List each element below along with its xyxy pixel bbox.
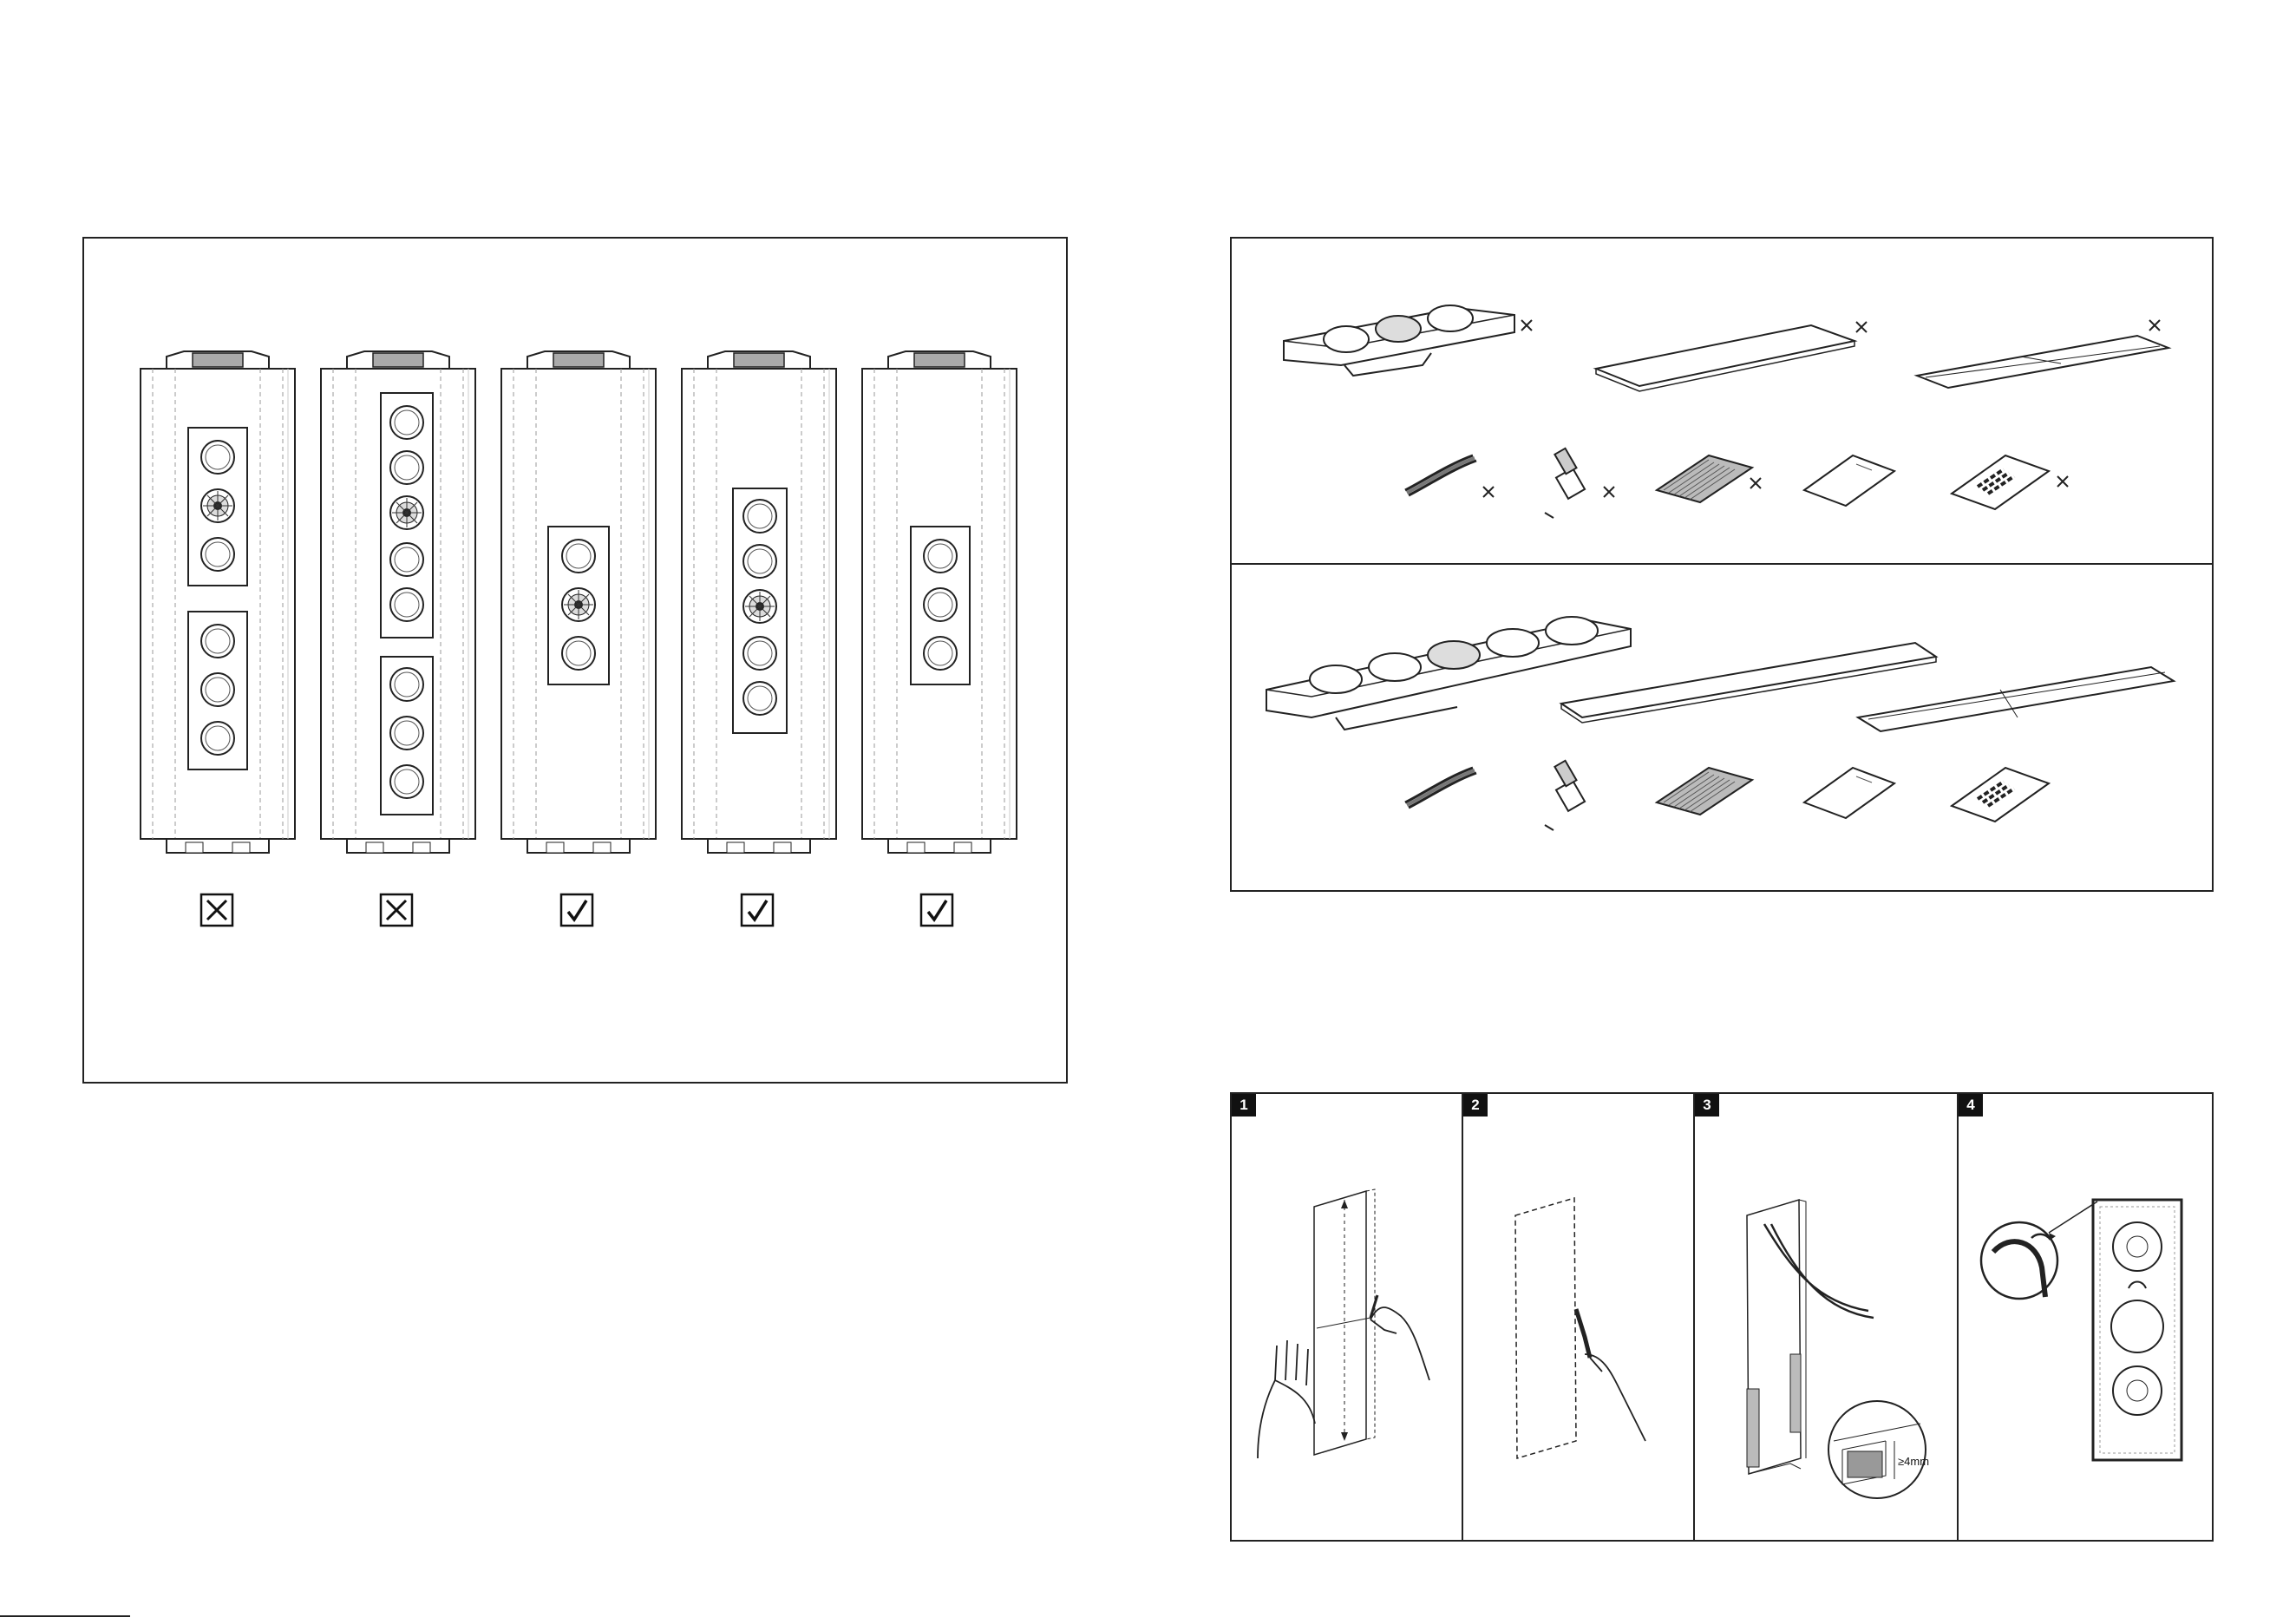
footer-rule <box>0 1615 130 1617</box>
manual-2 <box>1804 768 1894 818</box>
step-4-illustration <box>1959 1094 2212 1540</box>
grille-1 <box>1657 455 1761 502</box>
verdict-3-check-icon <box>561 894 592 926</box>
wall-2 <box>321 351 475 853</box>
grille-2 <box>1657 768 1752 815</box>
wall-panel-2 <box>1561 643 1936 723</box>
manual-1 <box>1804 455 1894 506</box>
verdict-4-check-icon <box>742 894 773 926</box>
steps-panel: 1 2 3 <box>1230 1092 2214 1542</box>
step-3-badge: 3 <box>1695 1094 1719 1116</box>
step-2: 2 <box>1463 1094 1695 1540</box>
verdict-1-cross-icon <box>201 894 232 926</box>
guide-1 <box>1952 455 2068 509</box>
wall-1 <box>141 351 295 853</box>
cable-1 <box>1405 455 1494 497</box>
step-2-illustration <box>1463 1094 1693 1540</box>
placement-illustrations <box>84 239 1066 1082</box>
wall-4 <box>682 351 836 853</box>
wall-3 <box>501 351 656 853</box>
step-2-badge: 2 <box>1463 1094 1488 1116</box>
step-1-badge: 1 <box>1232 1094 1256 1116</box>
cable-2 <box>1405 768 1476 808</box>
step-4-badge: 4 <box>1959 1094 1983 1116</box>
step-1: 1 <box>1232 1094 1463 1540</box>
verdict-2-cross-icon <box>381 894 412 926</box>
contents-illustrations <box>1232 239 2212 890</box>
verdict-5-check-icon <box>921 894 952 926</box>
gap-label: ≥4mm <box>1898 1455 1929 1468</box>
step-3: 3 ≥4mm <box>1695 1094 1959 1540</box>
wall-5 <box>862 351 1017 853</box>
step-4: 4 <box>1959 1094 2212 1540</box>
guide-2 <box>1952 768 2049 822</box>
connector-1 <box>1545 449 1614 518</box>
contents-panel <box>1230 237 2214 892</box>
step-1-illustration <box>1232 1094 1462 1540</box>
wall-panel-1 <box>1596 322 1867 391</box>
speaker-3-driver <box>1284 305 1532 376</box>
template-sheet-1 <box>1917 320 2168 388</box>
template-sheet-2 <box>1858 667 2174 731</box>
placement-panel <box>82 237 1068 1084</box>
step-3-illustration: ≥4mm <box>1695 1094 1957 1540</box>
connector-2 <box>1545 761 1585 830</box>
